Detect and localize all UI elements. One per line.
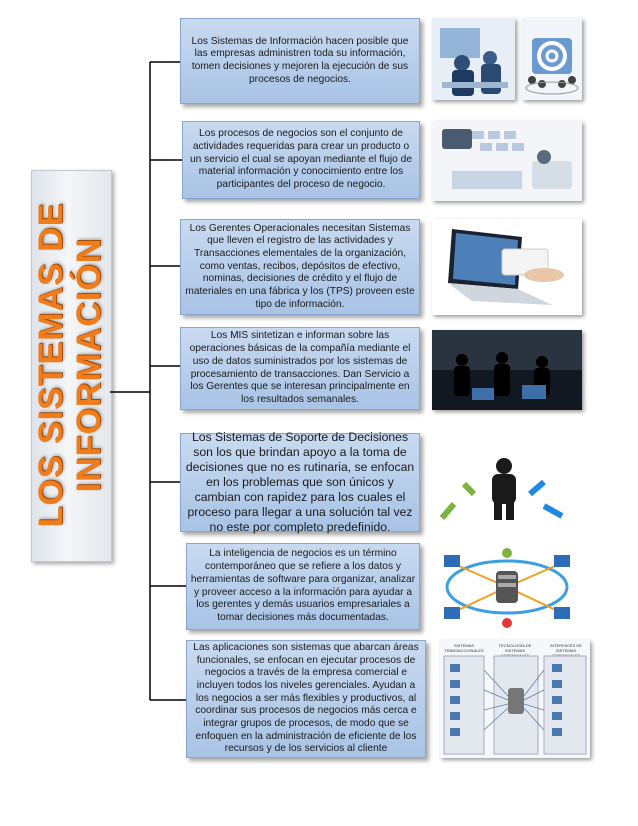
decision-man-image xyxy=(434,444,580,526)
database-network-image xyxy=(432,543,582,631)
info-box-2: Los procesos de negocios son el conjunto… xyxy=(182,121,420,199)
info-box-3: Los Gerentes Operacionales necesitan Sis… xyxy=(180,219,420,315)
info-box-6: La inteligencia de negocios es un términ… xyxy=(186,543,420,630)
system-architecture-image: SISTEMAS TRANSACCIONALES TECNOLOGÍA DE S… xyxy=(440,640,590,758)
info-box-1: Los Sistemas de Información hacen posibl… xyxy=(180,18,420,104)
meeting-silhouette-image xyxy=(432,330,582,410)
business-process-image xyxy=(432,121,582,201)
office-meeting-image xyxy=(432,18,515,100)
title-panel xyxy=(31,170,112,562)
info-box-7: Las aplicaciones son sistemas que abarca… xyxy=(186,640,426,758)
email-at-image xyxy=(522,18,582,100)
laptop-hand-image xyxy=(432,219,582,315)
info-box-5: Los Sistemas de Soporte de Decisiones so… xyxy=(180,430,420,534)
diagram-label-col1: SISTEMAS TRANSACCIONALES xyxy=(444,643,484,653)
info-box-4: Los MIS sintetizan e informan sobre las … xyxy=(180,327,420,410)
